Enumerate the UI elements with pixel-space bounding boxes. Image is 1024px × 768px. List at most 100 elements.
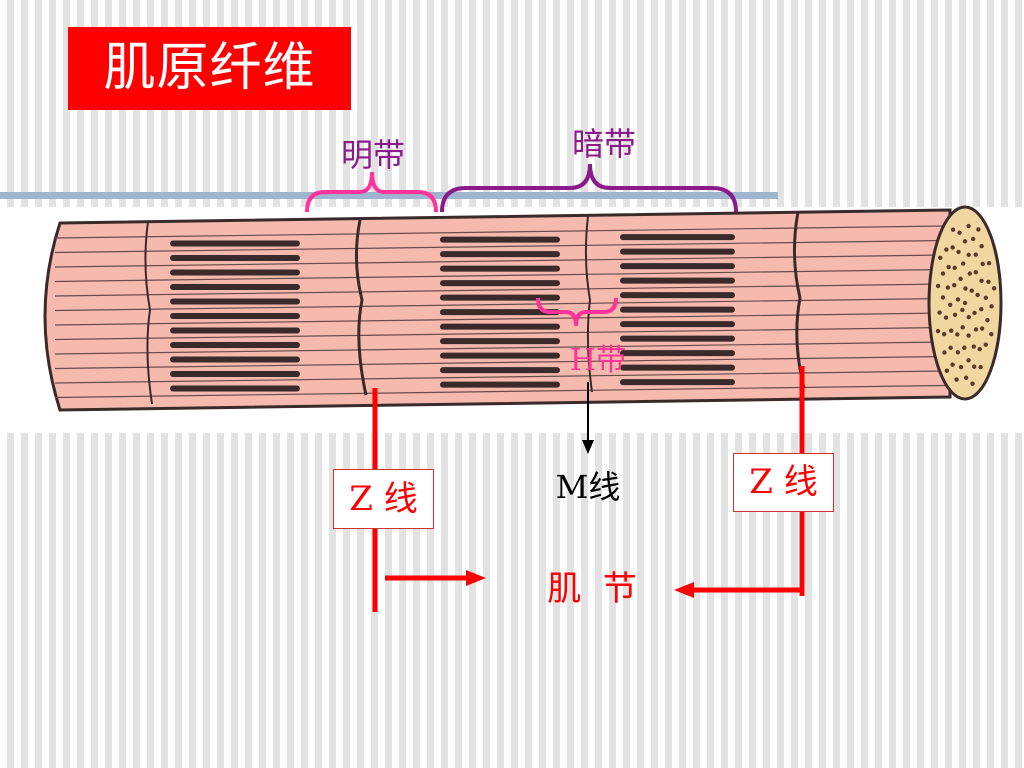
dark-band-filament — [440, 280, 560, 287]
dark-band-filament — [620, 364, 735, 371]
sarcomere-arrowhead-right — [674, 582, 694, 598]
myofilament-line — [54, 297, 946, 312]
light-band-label: 明带 — [341, 136, 405, 174]
end-cap-dot — [944, 247, 949, 252]
end-cap-dot — [975, 292, 980, 298]
end-cap-dot — [979, 306, 984, 312]
end-cap-dot — [950, 362, 955, 367]
dark-band-filament — [620, 335, 735, 342]
z-line-mark-right — [792, 211, 806, 389]
myofibril-fiber — [43, 205, 1003, 412]
m-line-arrowhead — [582, 440, 594, 454]
dark-band-filament — [620, 292, 735, 299]
end-cap-dot — [960, 307, 965, 313]
end-cap-dot — [966, 358, 971, 363]
end-cap-dot — [955, 332, 960, 337]
dark-band-filament — [440, 381, 560, 388]
dark-band-filament — [440, 338, 560, 345]
end-cap-dot — [952, 265, 957, 270]
end-cap-dot — [962, 300, 968, 306]
m-line-label: M线 — [556, 468, 621, 506]
end-cap-dot — [938, 255, 943, 260]
end-cap-dot — [977, 346, 982, 352]
dark-band-filament — [170, 312, 300, 319]
end-cap-dot — [966, 252, 971, 258]
end-cap-dot — [955, 350, 961, 355]
end-cap-dot — [948, 345, 953, 351]
dark-band-filament — [620, 306, 735, 313]
end-cap-dot — [948, 302, 953, 308]
dark-band-filament — [440, 236, 560, 243]
myofilament-line — [54, 384, 946, 399]
z-line-mark-left — [354, 219, 368, 396]
end-cap-dot — [989, 304, 994, 309]
dark-band-brace — [440, 163, 738, 213]
end-cap-dot — [973, 269, 978, 275]
end-cap-dot — [940, 271, 946, 276]
z-line-right-label: Z 线 — [733, 453, 834, 512]
end-cap-dot — [957, 230, 962, 235]
dark-band-filament — [170, 370, 300, 377]
dark-band-filament — [170, 269, 300, 276]
m-line-mark — [584, 215, 593, 393]
end-cap-dot — [943, 315, 949, 320]
dark-band-filament — [170, 385, 300, 392]
end-cap-dot — [952, 282, 957, 288]
page-title: 肌原纤维 — [68, 27, 351, 110]
light-band-brace — [305, 171, 438, 213]
dark-band-filament — [170, 298, 300, 305]
divider-line — [0, 192, 778, 199]
end-cap-dot — [963, 286, 968, 291]
end-cap-dot — [955, 297, 961, 302]
dark-band-blocks — [170, 234, 735, 392]
dark-band-filament — [620, 379, 735, 386]
dark-band-filament — [170, 356, 300, 363]
dark-band-filament — [170, 283, 300, 290]
end-cap-dot — [954, 377, 959, 382]
dark-band-filament — [620, 248, 735, 255]
end-cap-dot — [986, 260, 992, 266]
end-cap-dot — [979, 278, 984, 284]
z-line-left-label: Z 线 — [333, 469, 434, 529]
myofilament-line — [54, 370, 946, 384]
end-cap-dot — [969, 288, 974, 293]
dark-band-filament — [170, 327, 300, 334]
end-cap-dot — [989, 332, 994, 337]
end-cap-dot — [958, 364, 964, 370]
dark-band-filament — [440, 367, 560, 374]
end-cap-dot — [945, 285, 951, 290]
end-cap-dot — [970, 381, 975, 386]
sarcomere-arrowhead-left — [466, 570, 486, 586]
end-cap-dot — [973, 252, 978, 257]
end-cap-dot — [960, 325, 965, 330]
end-cap-dot — [983, 295, 989, 300]
end-cap-dot — [960, 261, 966, 266]
end-cap-dot — [940, 295, 946, 300]
dark-band-filament — [440, 352, 560, 359]
end-cap-dot — [966, 223, 971, 229]
end-cap-dot — [976, 227, 981, 232]
myofilament-line — [54, 239, 946, 254]
z-line-mark-far-left — [144, 221, 153, 405]
end-cap-dot — [973, 327, 979, 332]
end-cap-dot — [952, 312, 958, 318]
end-cap-dot — [970, 236, 976, 242]
sarcomere-label: 肌 节 — [547, 569, 637, 609]
end-cap-dot — [950, 227, 956, 232]
end-cap-dot — [972, 364, 977, 369]
end-cap-dot — [950, 245, 955, 250]
end-cap-dot — [986, 279, 991, 285]
end-cap-dot — [942, 350, 947, 355]
h-band-brace — [536, 297, 618, 327]
end-cap-dot — [971, 344, 976, 349]
end-cap-dot — [962, 345, 967, 350]
end-cap-dot — [946, 264, 951, 270]
dark-band-filament — [440, 309, 560, 316]
end-cap-dot — [963, 375, 969, 380]
dark-band-filament — [440, 294, 560, 301]
end-cap-dot — [972, 310, 977, 316]
end-cap-dot — [941, 331, 947, 337]
dark-band-filament — [440, 323, 560, 330]
dark-band-filament — [620, 277, 735, 284]
dark-band-filament — [620, 321, 735, 328]
